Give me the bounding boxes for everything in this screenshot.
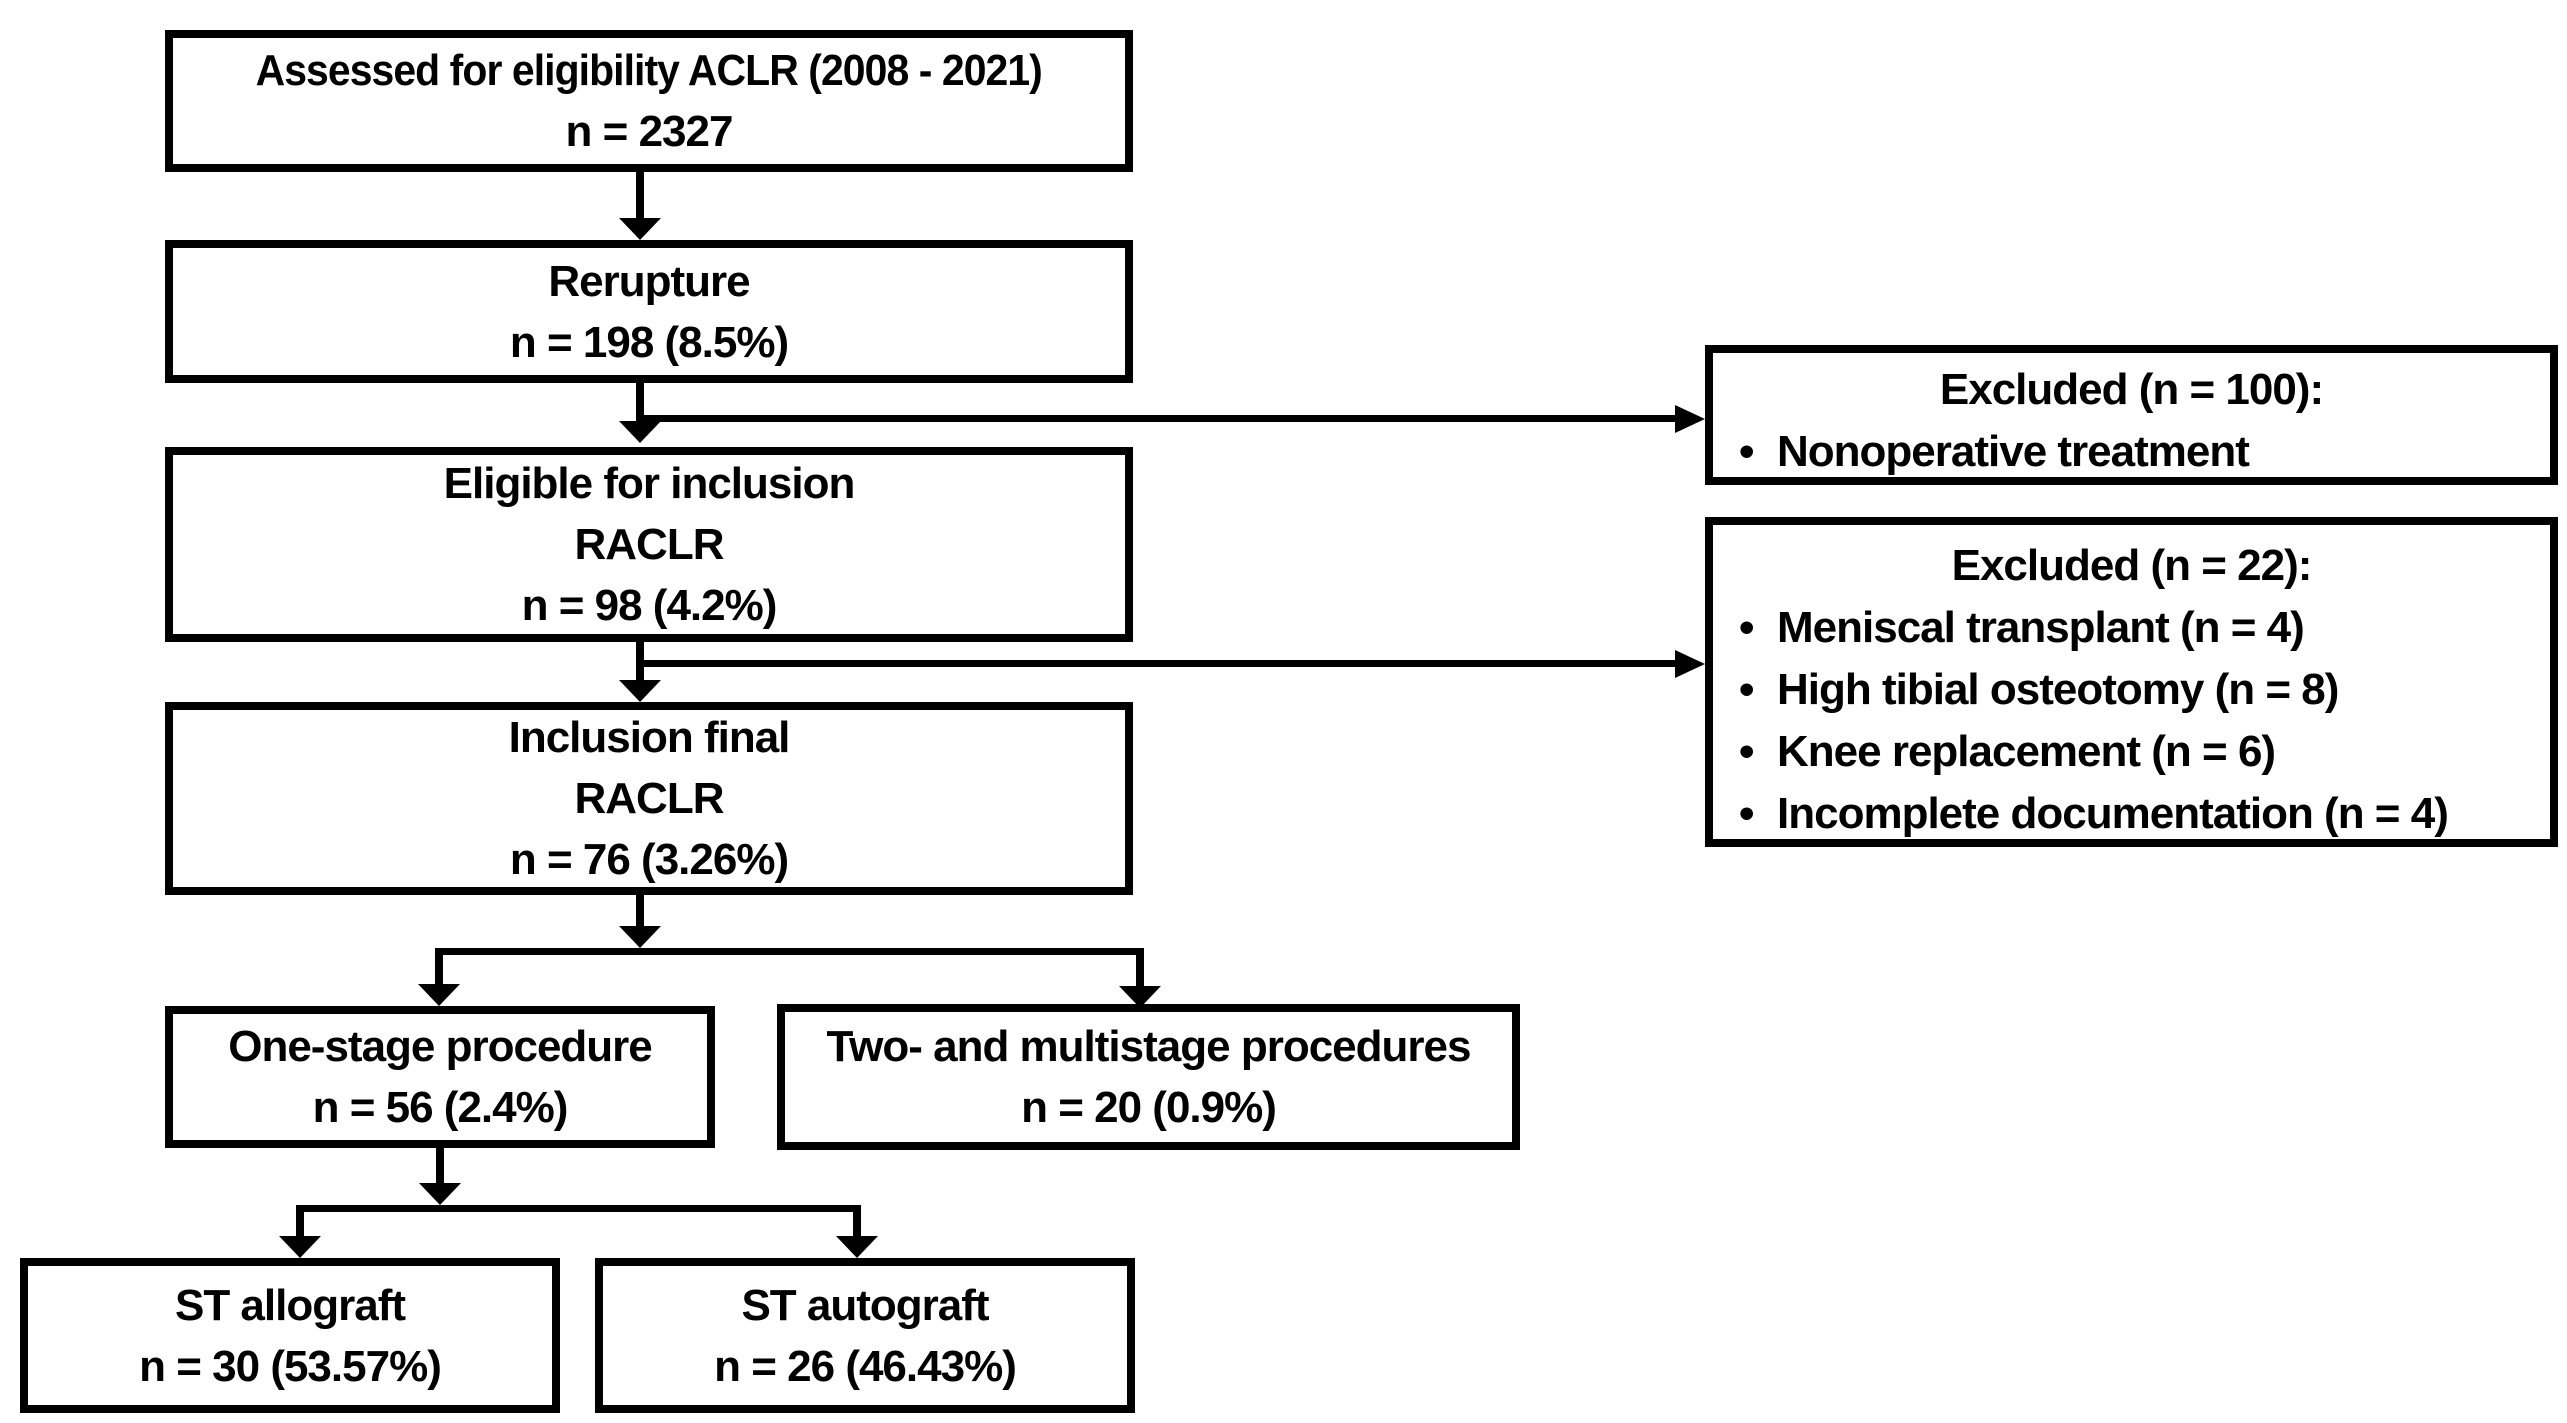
node-count: n = 26 (46.43%) [714,1341,1017,1391]
bullet-icon: • [1739,665,1754,714]
node-title: Inclusion final [508,713,791,762]
arrow-rerupture-to-eligible-stem [636,383,644,424]
arrow-rerupture-to-eligible-head [619,421,661,443]
excluded-title: Excluded (n = 100): [1939,365,2324,414]
bullet-icon: • [1739,789,1754,838]
arrow-branch-to-excluded-22-line [640,660,1675,667]
node-count: n = 76 (3.26%) [509,835,789,884]
split-bar-grafts [296,1205,861,1212]
node-inclusion-final: Inclusion final RACLR n = 76 (3.26%) [165,702,1133,895]
node-count: n = 98 (4.2%) [521,581,778,630]
bullet-label: Nonoperative treatment [1777,427,2250,476]
node-count: n = 30 (53.57%) [139,1341,442,1391]
arrow-eligible-to-inclusion-head [619,680,661,702]
arrow-assessed-to-rerupture-head [619,218,661,240]
arrow-split-to-autograft-stem [853,1205,861,1237]
node-one-stage-procedure: One-stage procedure n = 56 (2.4%) [165,1006,715,1148]
node-count: n = 198 (8.5%) [509,317,789,367]
arrow-split-to-one-stage-stem [435,948,443,984]
node-count: n = 2327 [565,107,734,156]
arrow-split-to-autograft-head [836,1236,878,1258]
bullet-icon: • [1739,727,1754,776]
arrow-branch-to-excluded-100-line [640,415,1675,422]
arrow-inclusion-to-split-head [619,926,661,948]
node-eligible-for-inclusion: Eligible for inclusion RACLR n = 98 (4.2… [165,447,1133,642]
excluded-bullet-item: • Meniscal transplant (n = 4) [1713,597,2550,659]
arrow-split-to-multistage-stem [1136,948,1144,986]
arrow-split-to-allograft-head [279,1236,321,1258]
node-title: Rerupture [548,256,750,306]
excluded-bullet-item: • Incomplete documentation (n = 4) [1713,783,2550,845]
arrow-branch-to-excluded-100-head [1675,405,1705,433]
arrow-one-stage-to-split-stem [436,1148,444,1186]
arrow-assessed-to-rerupture-stem [636,172,644,220]
arrow-inclusion-to-split-stem [636,895,644,928]
split-bar-procedures [435,948,1144,955]
bullet-label: Meniscal transplant (n = 4) [1777,603,2305,652]
excluded-title: Excluded (n = 22): [1951,541,2313,590]
bullet-icon: • [1739,427,1754,476]
node-st-allograft: ST allograft n = 30 (53.57%) [20,1258,560,1413]
excluded-bullet-item: • Knee replacement (n = 6) [1713,721,2550,783]
node-count: n = 20 (0.9%) [1021,1083,1277,1132]
node-rerupture: Rerupture n = 198 (8.5%) [165,240,1133,383]
node-title: Two- and multistage procedures [826,1022,1472,1071]
node-subtitle: RACLR [574,774,725,823]
arrow-split-to-multistage-head [1119,986,1161,1008]
excluded-bullet-item: • High tibial osteotomy (n = 8) [1713,659,2550,721]
arrow-split-to-one-stage-head [418,984,460,1006]
node-title: Assessed for eligibility ACLR (2008 - 20… [255,46,1043,95]
node-title: ST allograft [174,1280,406,1330]
excluded-bullet-item: • Nonoperative treatment [1713,421,2550,483]
arrow-split-to-allograft-stem [296,1205,304,1237]
node-count: n = 56 (2.4%) [312,1083,569,1132]
bullet-label: Incomplete documentation (n = 4) [1777,789,2449,838]
bullet-label: High tibial osteotomy (n = 8) [1777,665,2339,714]
node-assessed-eligibility: Assessed for eligibility ACLR (2008 - 20… [165,30,1133,172]
node-subtitle: RACLR [574,520,725,569]
node-two-multistage-procedures: Two- and multistage procedures n = 20 (0… [777,1004,1520,1150]
arrow-one-stage-to-split-head [419,1183,461,1205]
node-title: One-stage procedure [228,1022,653,1071]
bullet-label: Knee replacement (n = 6) [1777,727,2276,776]
bullet-icon: • [1739,603,1754,652]
node-st-autograft: ST autograft n = 26 (46.43%) [595,1258,1135,1413]
node-excluded-22: Excluded (n = 22): • Meniscal transplant… [1705,517,2558,847]
arrow-branch-to-excluded-22-head [1675,650,1705,678]
node-title: Eligible for inclusion [443,459,856,508]
node-excluded-100: Excluded (n = 100): • Nonoperative treat… [1705,345,2558,485]
node-title: ST autograft [741,1280,989,1330]
